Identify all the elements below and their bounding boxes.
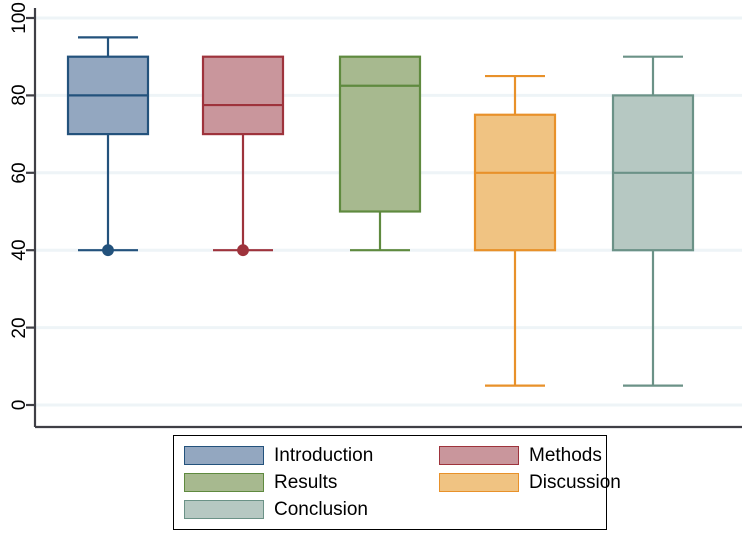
legend-entry-methods: Methods bbox=[439, 446, 621, 465]
legend-label-methods: Methods bbox=[529, 445, 602, 466]
box-rect-methods bbox=[201, 55, 285, 136]
legend-label-introduction: Introduction bbox=[274, 445, 374, 466]
legend-label-conclusion: Conclusion bbox=[274, 499, 368, 520]
box-conclusion bbox=[611, 55, 695, 387]
y-tick-label-0: 0 bbox=[9, 399, 30, 411]
outlier-point-introduction bbox=[102, 244, 114, 257]
y-tick-label-60: 60 bbox=[9, 162, 30, 184]
box-rect-discussion bbox=[473, 113, 557, 252]
legend-swatch-discussion bbox=[439, 473, 519, 492]
box-results bbox=[338, 55, 422, 252]
y-tick-label-80: 80 bbox=[9, 84, 30, 106]
y-tick-label-20: 20 bbox=[9, 317, 30, 339]
legend-entry-conclusion: Conclusion bbox=[184, 500, 439, 519]
legend-label-discussion: Discussion bbox=[529, 472, 621, 493]
legend-swatch-results bbox=[184, 473, 264, 492]
legend-swatch-introduction bbox=[184, 446, 264, 465]
legend-swatch-conclusion bbox=[184, 500, 264, 519]
box-methods bbox=[201, 55, 285, 257]
legend-swatch-methods bbox=[439, 446, 519, 465]
box-rect-results bbox=[338, 55, 422, 213]
axes bbox=[26, 8, 742, 429]
box-introduction bbox=[66, 36, 150, 257]
legend-entry-introduction: Introduction bbox=[184, 446, 439, 465]
box-discussion bbox=[473, 74, 557, 387]
outlier-point-methods bbox=[237, 244, 249, 257]
legend-entry-discussion: Discussion bbox=[439, 473, 621, 492]
y-tick-label-40: 40 bbox=[9, 239, 30, 261]
legend-entry-results: Results bbox=[184, 473, 439, 492]
legend-label-results: Results bbox=[274, 472, 338, 493]
y-tick-label-100: 100 bbox=[9, 2, 30, 34]
